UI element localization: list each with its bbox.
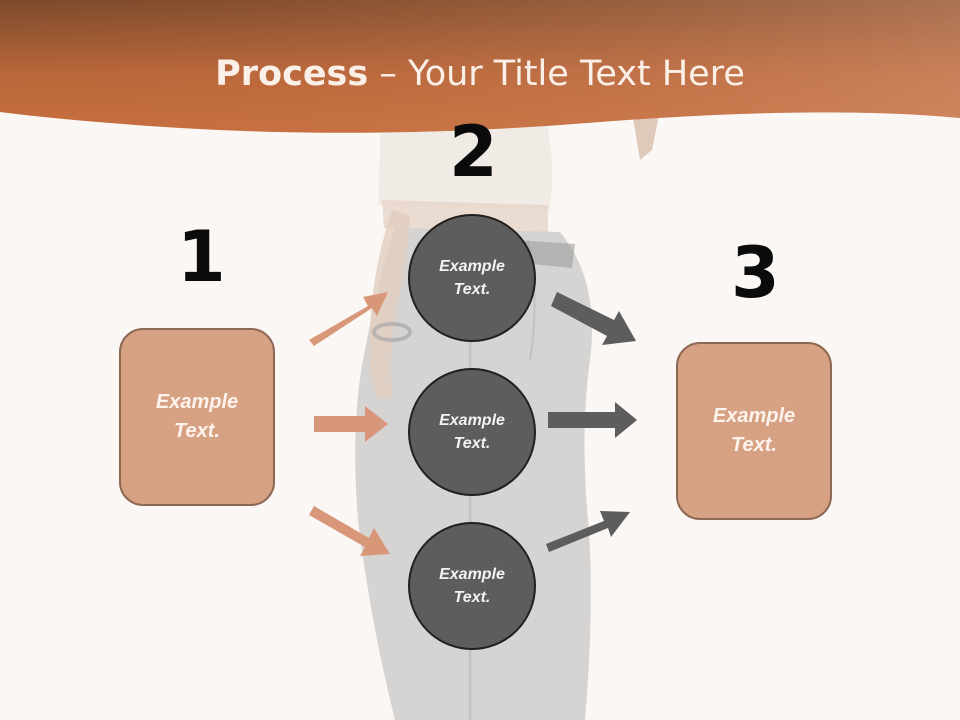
title-bold: Process <box>215 54 369 94</box>
title-rest: – Your Title Text Here <box>368 54 745 94</box>
step-circle-3-text: Example Text. <box>439 566 505 606</box>
arrow-left-up <box>309 292 388 346</box>
step-circle-2-text: Example Text. <box>439 412 505 452</box>
step-circle-3[interactable]: Example Text. <box>408 522 536 650</box>
step-box-1[interactable]: Example Text. <box>119 328 275 506</box>
arrow-right-middle <box>548 402 637 438</box>
arrow-left-down <box>309 506 390 556</box>
arrow-left-middle <box>314 406 388 442</box>
step-circle-2[interactable]: Example Text. <box>408 368 536 496</box>
slide-title: Process – Your Title Text Here <box>0 54 960 94</box>
step-circle-1[interactable]: Example Text. <box>408 214 536 342</box>
step-box-3-text: Example Text. <box>712 405 796 456</box>
step-number-1: 1 <box>177 216 226 298</box>
arrow-right-up <box>546 511 630 552</box>
step-number-3: 3 <box>731 232 780 314</box>
step-circle-1-text: Example Text. <box>439 258 505 298</box>
step-number-2: 2 <box>449 111 498 193</box>
step-box-1-text: Example Text. <box>155 391 239 442</box>
header-band <box>0 0 960 133</box>
arrow-right-down <box>551 292 636 345</box>
step-box-3[interactable]: Example Text. <box>676 342 832 520</box>
